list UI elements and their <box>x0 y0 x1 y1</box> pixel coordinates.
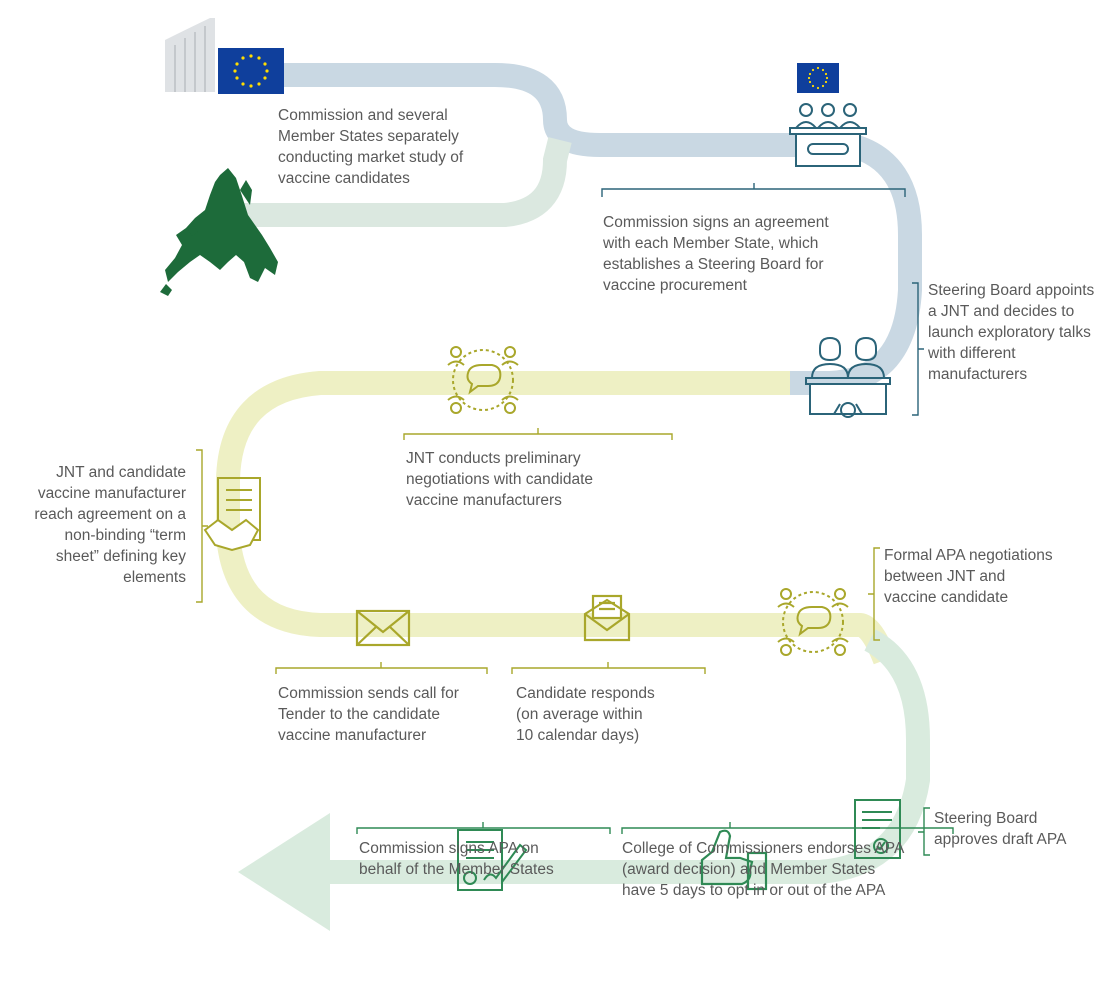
eu-flag-icon <box>797 63 839 93</box>
bracket-responds <box>511 662 706 674</box>
handshake-document-icon <box>203 477 261 552</box>
step-endorses-label: College of Commissioners endorses APA(aw… <box>622 840 905 899</box>
bracket-call-tender <box>275 662 488 674</box>
bracket-preliminary <box>403 428 673 440</box>
thumbs-up-icon <box>700 829 768 891</box>
steering-board-gear-icon <box>805 336 891 418</box>
bracket-approves-draft <box>918 807 930 856</box>
path-arrowhead <box>238 813 330 931</box>
bracket-formal-apa <box>868 547 880 641</box>
path-segment-green <box>330 629 930 884</box>
open-envelope-icon <box>583 594 631 642</box>
label-brackets <box>196 183 954 856</box>
path-segment-blue <box>240 63 922 395</box>
bracket-term-sheet <box>196 449 208 603</box>
path-segment-olive <box>216 371 897 665</box>
bracket-endorses <box>621 822 954 834</box>
eu-flag-building-icon <box>165 18 284 94</box>
path-segment-start <box>240 137 572 227</box>
bracket-signs <box>356 822 611 834</box>
negotiation-circle-icon <box>777 588 849 656</box>
signed-contract-icon <box>457 829 528 891</box>
bracket-steering-board <box>912 282 924 416</box>
bracket-agreement <box>601 183 906 197</box>
negotiation-circle-icon <box>447 346 519 414</box>
envelope-icon <box>355 609 411 647</box>
europe-map-icon <box>160 168 278 296</box>
meeting-panel-icon <box>789 103 867 167</box>
